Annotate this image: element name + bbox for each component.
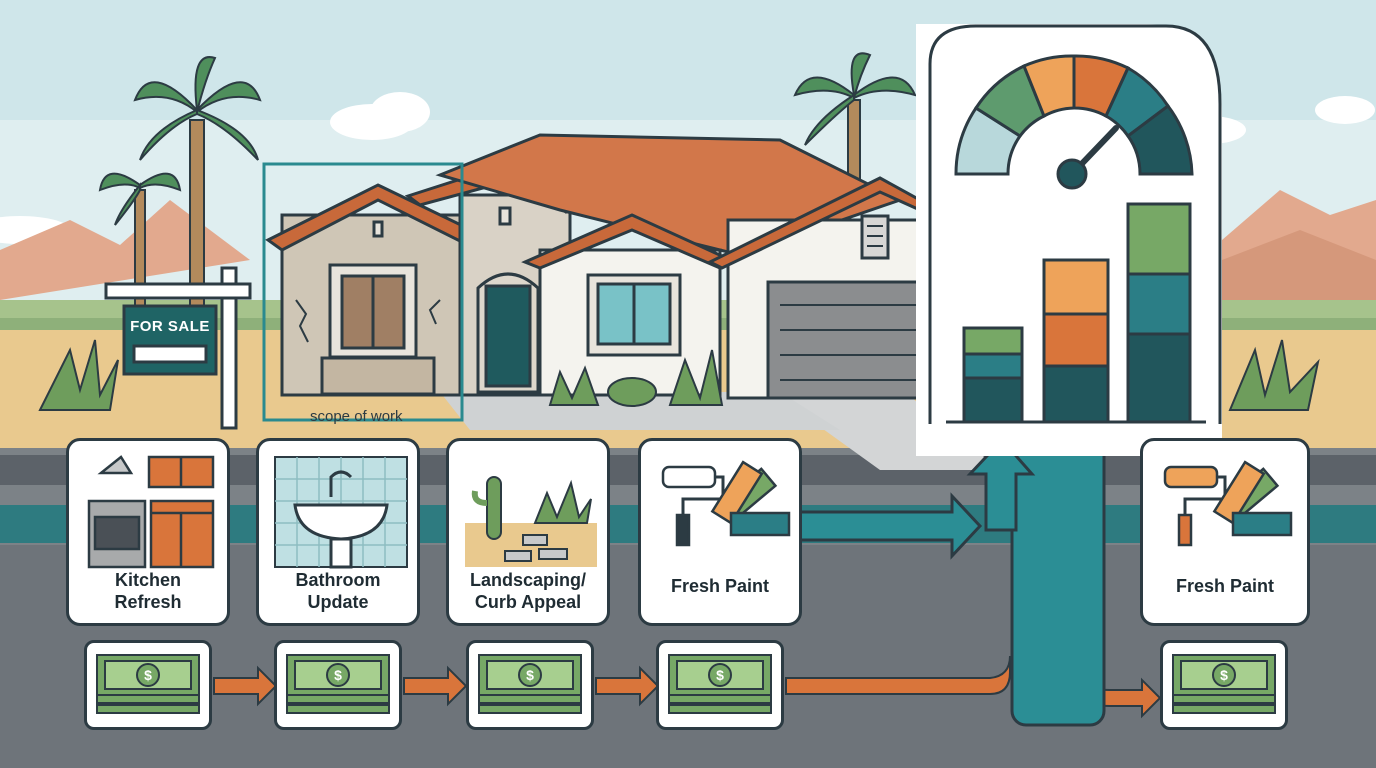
svg-text:$: $ xyxy=(334,667,342,683)
step-label-kitchen: Kitchen Refresh xyxy=(114,570,182,612)
paint-roller-icon xyxy=(661,460,791,547)
step-label-paint: Fresh Paint xyxy=(670,576,770,596)
step-card-bathroom: Bathroom Update xyxy=(256,438,420,626)
cash-tile-2: $ xyxy=(274,640,402,730)
stacked-bar-icon xyxy=(962,202,1192,424)
svg-text:$: $ xyxy=(716,667,724,683)
cash-tile-result: $ xyxy=(1160,640,1288,730)
kitchen-icon xyxy=(87,455,215,569)
step-label-bathroom: Bathroom Update xyxy=(295,570,381,612)
step-card-paint: Fresh Paint xyxy=(638,438,802,626)
cash-tile-3: $ xyxy=(466,640,594,730)
step-label-landscaping: Landscaping/ Curb Appeal xyxy=(469,570,586,612)
result-card-paint: Fresh Paint xyxy=(1140,438,1310,626)
money-stack-icon: $ xyxy=(668,654,772,714)
paint-roller-icon xyxy=(1163,460,1293,547)
landscaping-icon xyxy=(465,476,597,567)
result-label-paint: Fresh Paint xyxy=(1175,576,1275,596)
step-card-landscaping: Landscaping/ Curb Appeal xyxy=(446,438,610,626)
bathroom-sink-icon xyxy=(274,456,408,569)
money-stack-icon: $ xyxy=(96,654,200,714)
svg-text:$: $ xyxy=(1220,667,1228,683)
value-gauge-icon xyxy=(916,24,1222,456)
money-stack-icon: $ xyxy=(286,654,390,714)
svg-text:$: $ xyxy=(526,667,534,683)
scope-of-work-label: scope of work xyxy=(310,408,403,425)
value-increase-panel xyxy=(916,24,1222,456)
money-stack-icon: $ xyxy=(478,654,582,714)
cash-tile-1: $ xyxy=(84,640,212,730)
step-card-kitchen: Kitchen Refresh xyxy=(66,438,230,626)
money-stack-icon: $ xyxy=(1172,654,1276,714)
for-sale-sign: FOR SALE xyxy=(130,318,210,335)
svg-text:$: $ xyxy=(144,667,152,683)
cash-tile-4: $ xyxy=(656,640,784,730)
